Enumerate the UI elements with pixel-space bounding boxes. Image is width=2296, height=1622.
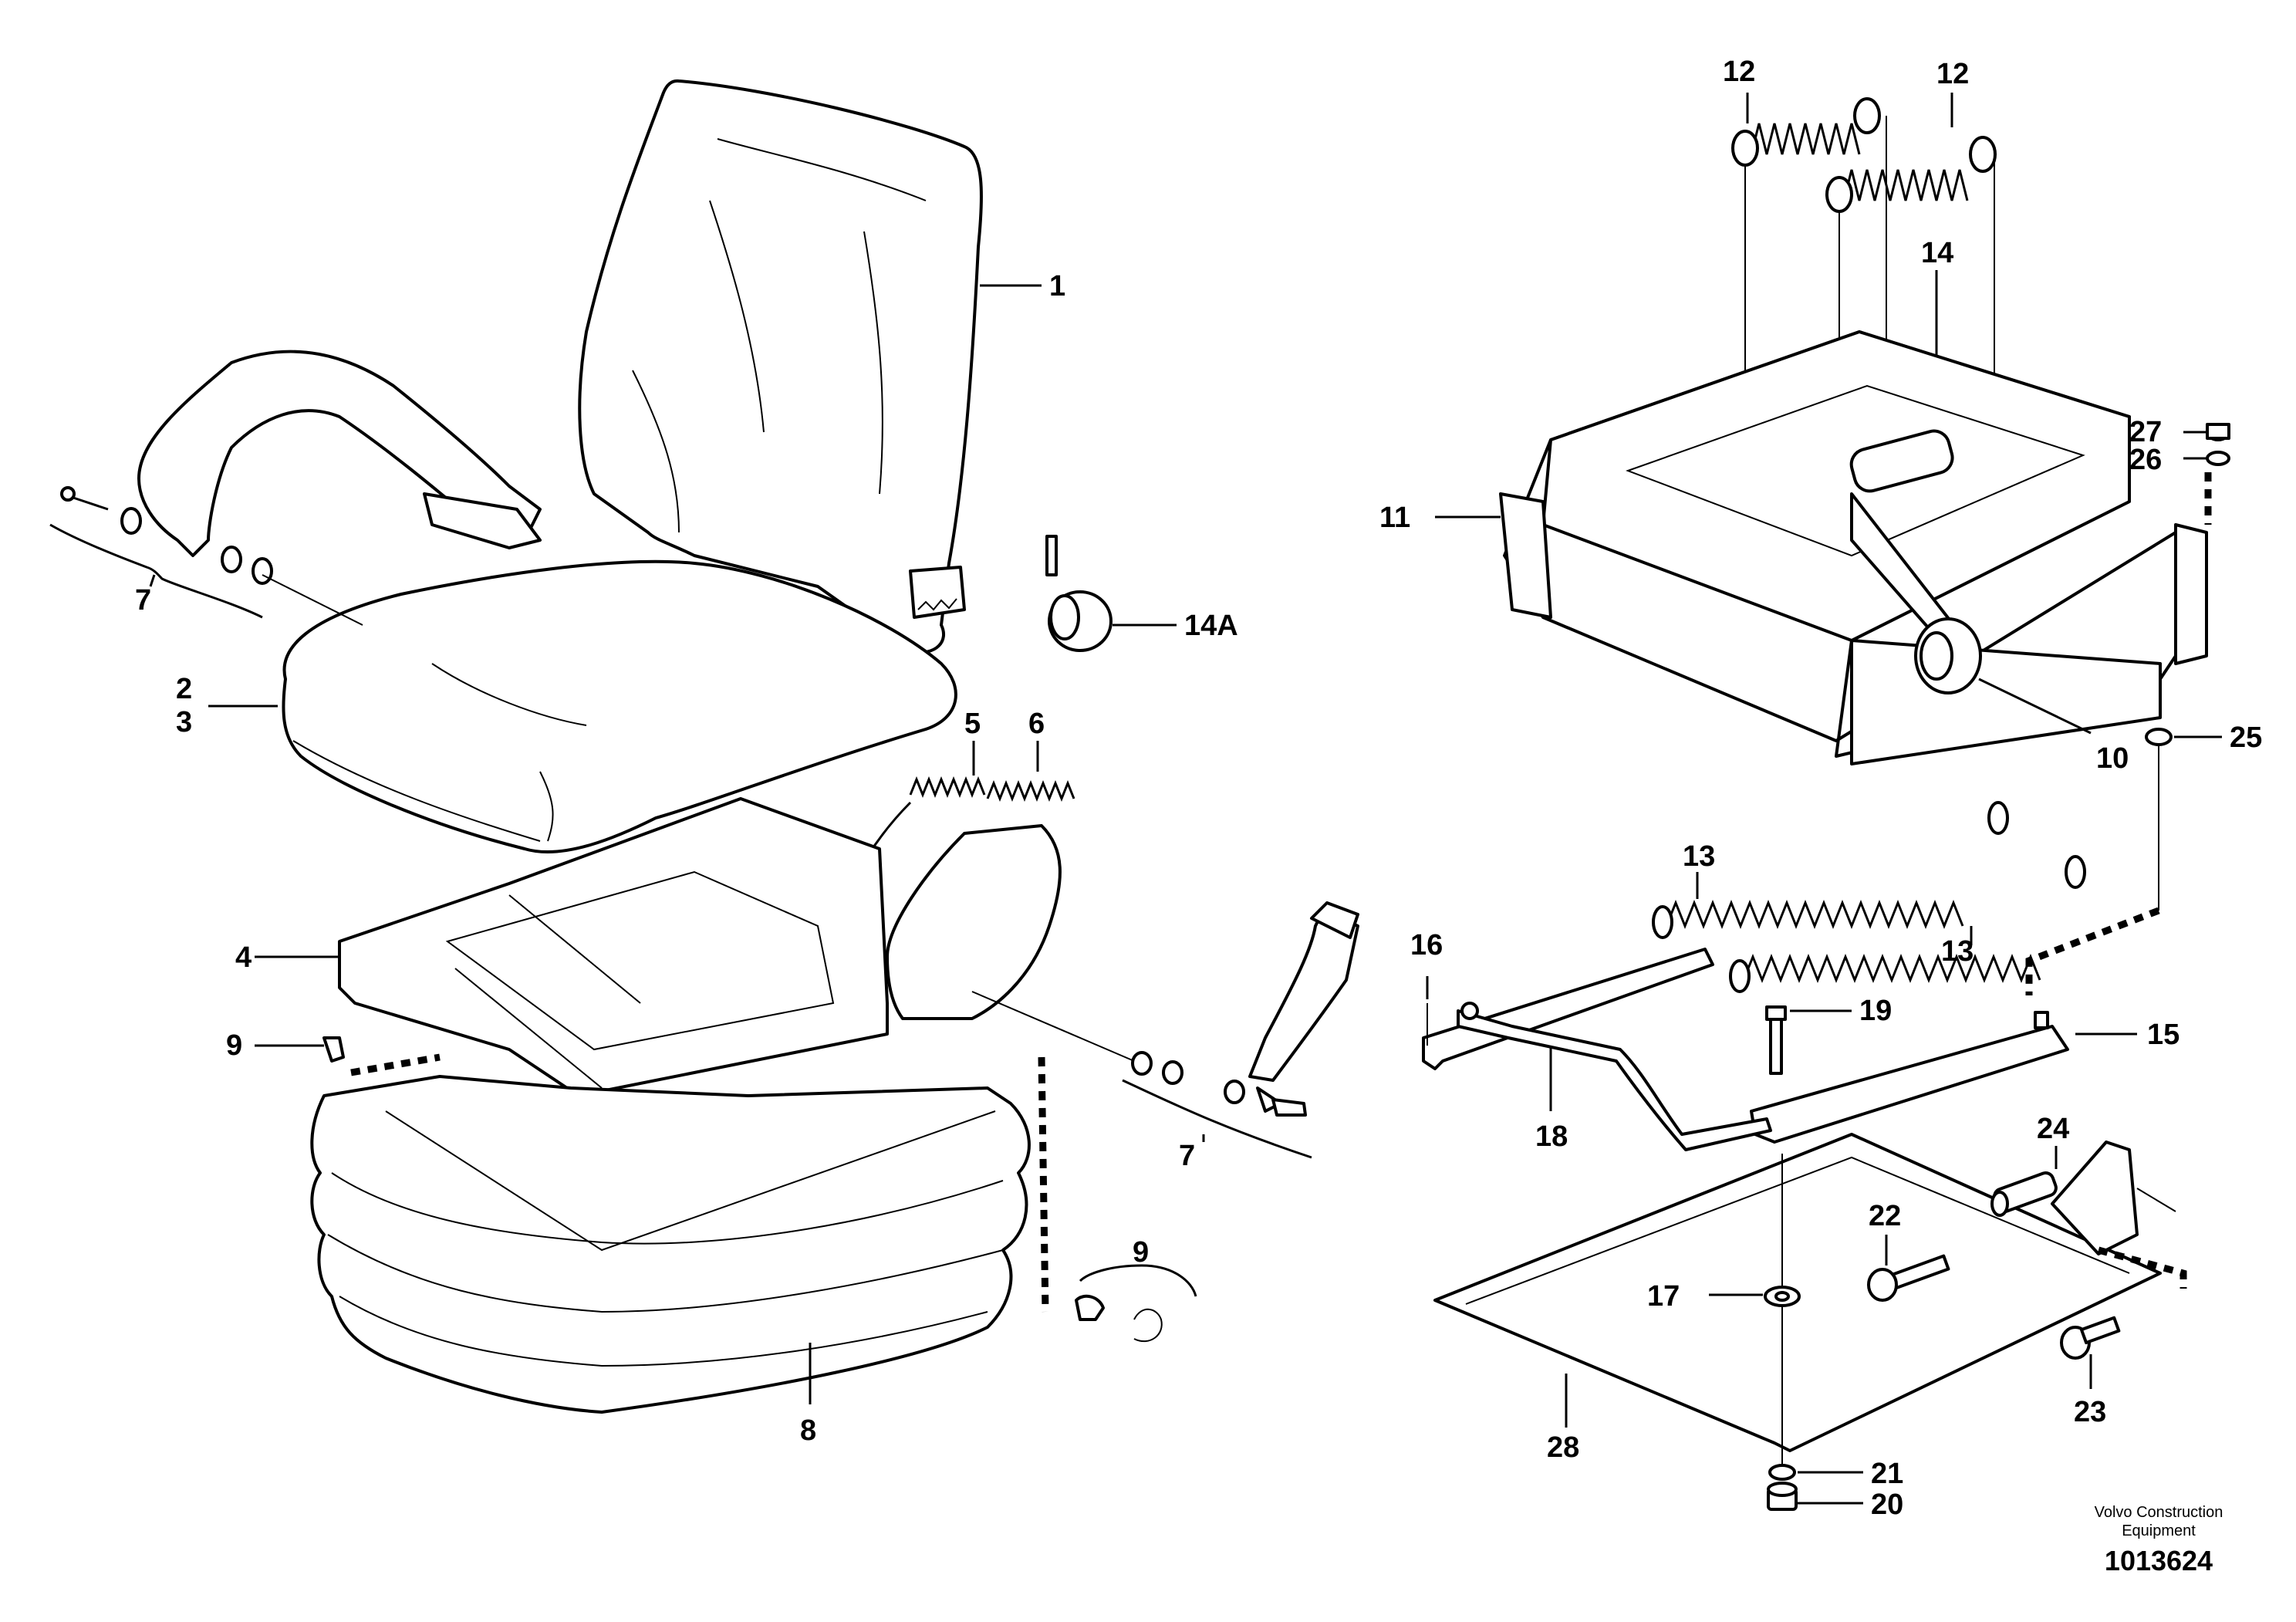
callout-14A: 14A xyxy=(1184,610,1238,642)
brand-line-1: Volvo Construction xyxy=(2095,1504,2223,1521)
seat-belt-buckle-part xyxy=(886,824,1359,1159)
callout-7-left: 7 xyxy=(135,584,151,617)
bolt-23-part xyxy=(2060,1316,2121,1389)
slide-rail-16-part xyxy=(1422,948,1714,1070)
lower-spring-13a-part xyxy=(1652,801,2009,939)
release-lever-part xyxy=(1457,1002,1772,1151)
seat-frame-part xyxy=(255,797,889,1097)
small-spring-6-part xyxy=(986,741,1075,803)
callout-19: 19 xyxy=(1859,995,1892,1027)
seat-belt-left-part xyxy=(49,350,542,626)
callout-labels: 1 2 3 4 5 6 7 7 8 9 9 10 11 12 12 13 13 … xyxy=(135,56,2262,1521)
callout-9-right: 9 xyxy=(1133,1236,1149,1269)
callout-18: 18 xyxy=(1535,1120,1568,1153)
brand-line-2: Equipment xyxy=(2122,1522,2196,1539)
callout-22: 22 xyxy=(1869,1200,1901,1232)
callout-13-lower: 13 xyxy=(1941,935,1974,968)
nut-27-part xyxy=(2206,423,2230,441)
small-spring-5-part xyxy=(909,741,986,799)
callout-11: 11 xyxy=(1379,502,1410,534)
callout-13-upper: 13 xyxy=(1683,840,1715,873)
callout-6: 6 xyxy=(1028,708,1045,740)
footer: Volvo Construction Equipment 1013624 xyxy=(2095,1504,2223,1576)
washer-25-part xyxy=(2145,728,2173,746)
callout-12-left: 12 xyxy=(1723,56,1755,88)
callout-23: 23 xyxy=(2074,1396,2106,1428)
bolt-19-part xyxy=(1765,1005,1852,1075)
dashed-23-24 xyxy=(2097,1246,2187,1289)
washer-21-part xyxy=(1768,1464,1863,1481)
callout-9-left: 9 xyxy=(226,1029,242,1062)
callout-17: 17 xyxy=(1647,1280,1680,1313)
callout-10: 10 xyxy=(2096,742,2129,775)
upper-spring-12a-part xyxy=(1731,93,1881,167)
document-number: 1013624 xyxy=(2105,1545,2213,1576)
callout-2: 2 xyxy=(176,673,192,705)
callout-25: 25 xyxy=(2230,721,2262,754)
bracket-24-part xyxy=(2051,1140,2176,1255)
callout-3: 3 xyxy=(176,706,192,738)
backrest-part xyxy=(578,79,1042,654)
callout-1: 1 xyxy=(1049,270,1065,302)
callout-12-right: 12 xyxy=(1936,58,1969,90)
callout-28: 28 xyxy=(1547,1431,1579,1464)
adjustment-knob-part xyxy=(1045,535,1177,652)
callout-27: 27 xyxy=(2129,416,2162,448)
dashed-25 xyxy=(2025,907,2160,995)
callout-20: 20 xyxy=(1871,1489,1903,1521)
clip-right-part xyxy=(1075,1264,1197,1343)
lower-spring-13b-part xyxy=(1729,855,2086,993)
seat-cushion-part xyxy=(208,559,957,853)
washer-17-part xyxy=(1709,1286,1801,1307)
suspension-frame-part xyxy=(1435,270,2208,765)
callout-24: 24 xyxy=(2037,1113,2069,1145)
callout-21: 21 xyxy=(1871,1458,1903,1490)
upper-spring-12b-part xyxy=(1825,93,1997,213)
pin-24-part xyxy=(1990,1146,2058,1217)
washer-26-part xyxy=(2206,451,2230,466)
nut-20-part xyxy=(1767,1482,1863,1511)
bolt-22-part xyxy=(1867,1235,1950,1302)
clip-left-part xyxy=(255,1036,441,1076)
callout-7-right: 7 xyxy=(1179,1140,1195,1172)
callout-14: 14 xyxy=(1921,237,1953,269)
callout-5: 5 xyxy=(964,708,981,740)
callout-16: 16 xyxy=(1410,929,1443,961)
callout-8: 8 xyxy=(800,1414,816,1447)
callout-4: 4 xyxy=(235,941,252,974)
bellows-part xyxy=(310,1056,1049,1414)
callout-26: 26 xyxy=(2129,444,2162,476)
slide-rail-15-part xyxy=(1750,1011,2137,1144)
callout-15: 15 xyxy=(2147,1019,2180,1051)
